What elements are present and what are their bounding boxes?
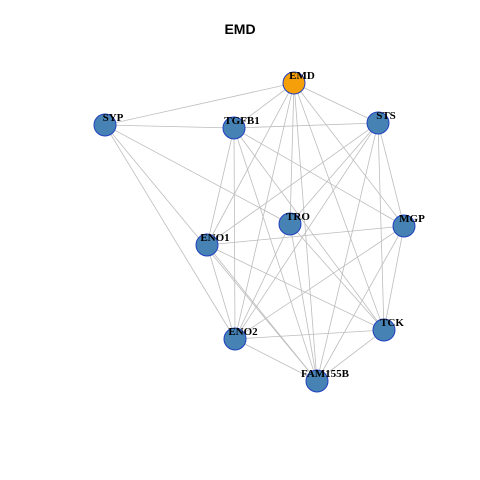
node-fam155b: [305, 369, 329, 393]
edge-syp-tgfb1: [104, 124, 235, 129]
node-eno1: [195, 233, 219, 257]
edge-tgfb1-tck: [233, 127, 385, 331]
edge-tck-fam155b: [316, 329, 385, 382]
edge-sts-tck: [377, 122, 385, 331]
edge-sts-mgp: [377, 122, 405, 227]
edge-emd-eno1: [206, 82, 295, 246]
node-label-syp: SYP: [103, 112, 124, 124]
edge-eno1-eno2: [206, 244, 236, 340]
node-syp: [93, 113, 117, 137]
edge-mgp-eno2: [234, 225, 405, 340]
node-label-fam155b: FAM155B: [301, 368, 350, 380]
node-tro: [278, 212, 302, 236]
edge-eno1-fam155b: [206, 244, 318, 382]
node-emd: [282, 71, 306, 95]
edge-syp-tro: [104, 124, 291, 225]
edge-mgp-tck: [383, 225, 405, 331]
edge-sts-eno1: [206, 122, 379, 246]
edge-sts-tro: [289, 122, 379, 225]
node-tgfb1: [222, 116, 246, 140]
nodes-layer: [93, 71, 416, 393]
edge-emd-eno2: [234, 82, 295, 340]
node-label-tgfb1: TGFB1: [224, 115, 259, 127]
edge-tgfb1-mgp: [233, 127, 405, 227]
node-label-eno2: ENO2: [228, 326, 258, 338]
edge-emd-tro: [289, 82, 295, 225]
edge-tro-eno2: [234, 223, 291, 340]
node-mgp: [392, 214, 416, 238]
node-label-tro: TRO: [286, 211, 310, 223]
edge-eno2-tck: [234, 329, 385, 340]
edge-eno1-tck: [206, 244, 385, 331]
edge-emd-sts: [293, 82, 379, 124]
edge-mgp-fam155b: [316, 225, 405, 382]
node-label-emd: EMD: [289, 70, 315, 82]
node-label-tck: TCK: [380, 317, 404, 329]
edge-eno2-fam155b: [234, 338, 318, 382]
edge-tgfb1-eno2: [233, 127, 236, 340]
edge-tro-tck: [289, 223, 385, 331]
node-label-mgp: MGP: [399, 213, 425, 225]
edge-emd-mgp: [293, 82, 405, 227]
graph-title: EMD: [224, 21, 256, 37]
edge-emd-syp: [104, 82, 295, 126]
node-tck: [372, 318, 396, 342]
edge-tgfb1-sts: [233, 122, 379, 129]
edge-tro-fam155b: [289, 223, 318, 382]
edges-layer: [104, 82, 405, 382]
edge-sts-eno2: [234, 122, 379, 340]
node-eno2: [223, 327, 247, 351]
edge-eno1-mgp: [206, 225, 405, 246]
edge-tgfb1-eno1: [206, 127, 235, 246]
node-sts: [366, 111, 390, 135]
edge-emd-tgfb1: [233, 82, 295, 129]
node-label-eno1: ENO1: [200, 232, 229, 244]
edge-sts-fam155b: [316, 122, 379, 382]
node-label-sts: STS: [376, 110, 396, 122]
edge-syp-eno2: [104, 124, 236, 340]
